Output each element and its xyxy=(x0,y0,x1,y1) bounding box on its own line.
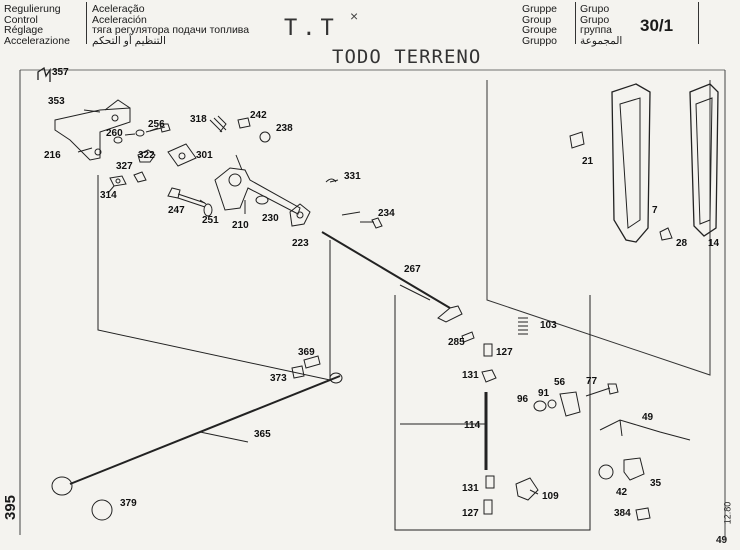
part-label: 318 xyxy=(190,114,207,125)
part-label: 327 xyxy=(116,161,133,172)
header-line: المجموعة xyxy=(580,34,623,47)
part-label: 91 xyxy=(538,388,550,399)
part-label: 21 xyxy=(582,156,594,167)
part-label: 28 xyxy=(676,238,688,249)
part-label: 114 xyxy=(464,420,481,431)
part-label: 357 xyxy=(52,67,69,78)
header-divider xyxy=(698,2,699,44)
handwritten-tt: T.T xyxy=(284,16,339,41)
header-divider xyxy=(86,2,87,44)
header-group-labels-2: Grupo Grupo группа المجموعة xyxy=(580,4,622,46)
part-label: 384 xyxy=(614,508,631,519)
header-line: Regulierung xyxy=(4,3,61,15)
part-label: 373 xyxy=(270,373,287,384)
header-line: группа xyxy=(580,24,613,36)
part-label: 353 xyxy=(48,96,65,107)
header-line: Aceleración xyxy=(92,13,147,26)
part-label: 7 xyxy=(652,205,658,216)
part-label: 267 xyxy=(404,264,421,275)
part-label: 285 xyxy=(448,337,465,348)
part-label: 131 xyxy=(462,370,479,381)
header-line: тяга регулятора подачи топлива xyxy=(92,24,250,36)
header-line: التنظيم أو التحكم xyxy=(92,34,166,47)
header-group-labels: Gruppe Group Groupe Gruppo xyxy=(522,4,557,46)
part-label: 77 xyxy=(586,376,598,387)
part-label: 127 xyxy=(496,347,513,358)
part-label: 216 xyxy=(44,150,61,161)
header-divider xyxy=(575,2,576,44)
header-line: Groupe xyxy=(522,24,558,36)
header-line: Grupo xyxy=(580,13,610,26)
part-label: 365 xyxy=(254,429,271,440)
part-label: 103 xyxy=(540,320,557,331)
part-label: 35 xyxy=(650,478,662,489)
handwritten-x-mark: × xyxy=(350,8,359,24)
header-line: Gruppo xyxy=(522,34,558,47)
part-label: 369 xyxy=(298,347,315,358)
part-label: 42 xyxy=(616,487,628,498)
part-label: 127 xyxy=(462,508,479,519)
part-label: 314 xyxy=(100,190,117,201)
footer-page: 49 xyxy=(716,535,728,546)
part-label: 251 xyxy=(202,215,219,226)
part-label: 256 xyxy=(148,119,165,130)
part-label: 131 xyxy=(462,483,479,494)
part-label: 242 xyxy=(250,110,267,121)
header-line: Gruppe xyxy=(522,3,558,15)
header-line: Control xyxy=(4,13,38,26)
header-line: Aceleração xyxy=(92,3,145,15)
part-label: 223 xyxy=(292,238,309,249)
part-label: 379 xyxy=(120,498,137,509)
part-label: 210 xyxy=(232,220,249,231)
part-label: 96 xyxy=(517,394,529,405)
part-label: 301 xyxy=(196,150,213,161)
part-label: 14 xyxy=(708,238,720,249)
group-number: 30/1 xyxy=(640,16,674,35)
part-label: 331 xyxy=(344,171,361,182)
part-label: 238 xyxy=(276,123,293,134)
part-label: 49 xyxy=(642,412,654,423)
header-line: Grupo xyxy=(580,3,610,15)
handwritten-todo-terreno: TODO TERRENO xyxy=(332,46,482,68)
header-languages-left: Regulierung Control Réglage Accelerazion… xyxy=(4,4,70,46)
header-languages-right: Aceleração Aceleración тяга регулятора п… xyxy=(92,4,249,46)
part-label: 322 xyxy=(138,150,155,161)
part-label: 247 xyxy=(168,205,185,216)
part-label: 109 xyxy=(542,491,559,502)
part-label: 56 xyxy=(554,377,566,388)
part-label: 260 xyxy=(106,128,123,139)
header-line: Accelerazione xyxy=(4,34,70,47)
header-line: Group xyxy=(522,13,552,26)
part-label: 230 xyxy=(262,213,279,224)
catalog-header: Regulierung Control Réglage Accelerazion… xyxy=(0,0,740,46)
header-line: Réglage xyxy=(4,24,44,36)
part-label: 234 xyxy=(378,208,395,219)
